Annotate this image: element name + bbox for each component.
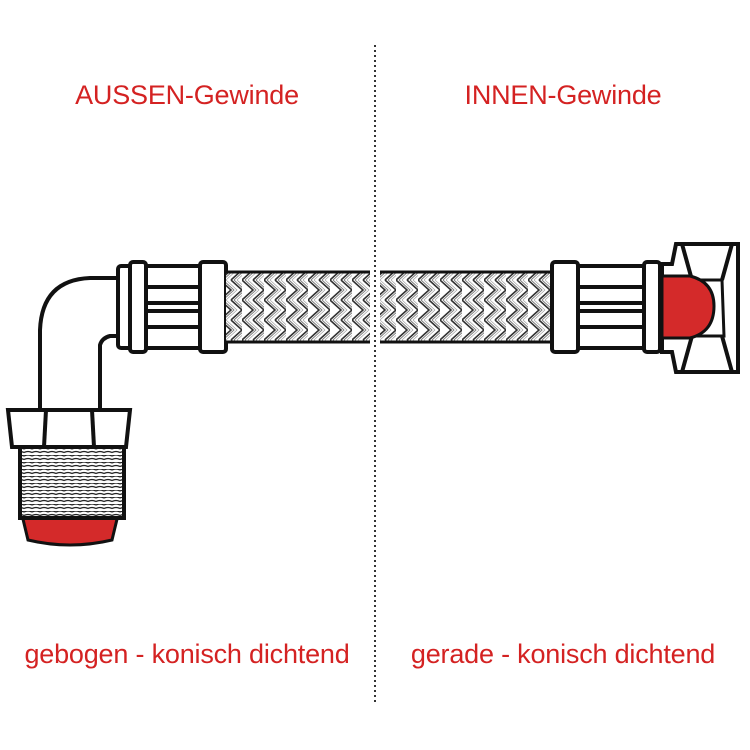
left-braided-hose (226, 270, 370, 344)
left-heading: AUSSEN-Gewinde (75, 80, 299, 110)
right-caption: gerade - konisch dichtend (410, 639, 716, 669)
left-caption: gebogen - konisch dichtend (24, 639, 350, 669)
left-seal-tip (20, 513, 120, 547)
right-seal-cap (660, 274, 716, 340)
right-heading: INNEN-Gewinde (464, 80, 662, 110)
left-male-thread (18, 441, 126, 520)
left-elbow-fitting (38, 276, 122, 412)
right-crimp-sleeve (550, 260, 662, 354)
left-hex-nut (5, 408, 133, 449)
right-braided-hose (380, 270, 552, 344)
left-crimp-sleeve (116, 260, 228, 354)
